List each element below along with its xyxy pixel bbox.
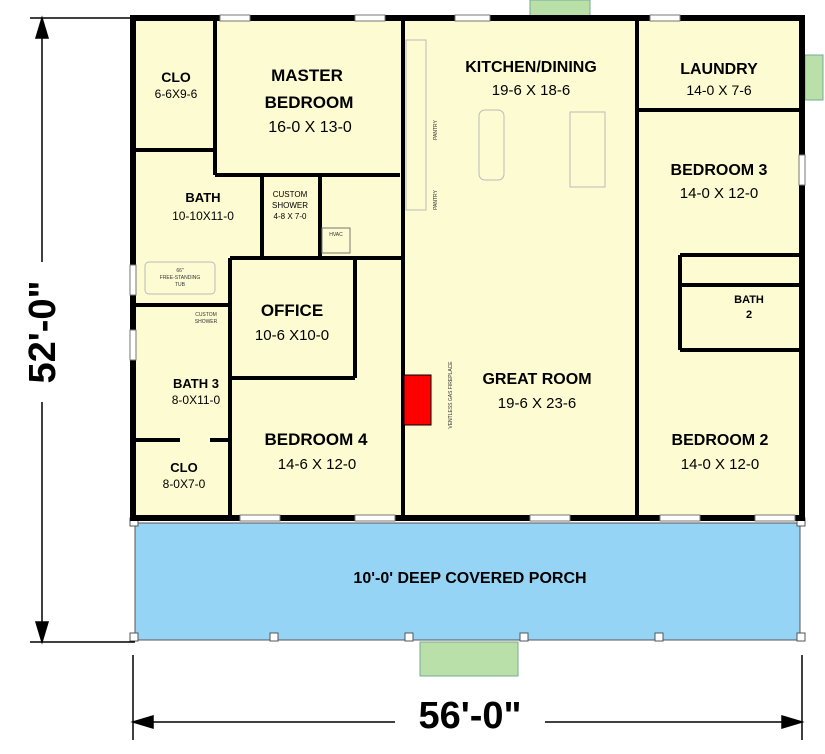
bath3-shower-label: CUSTOM <box>195 312 217 318</box>
bedroom2-name: BEDROOM 2 <box>672 432 769 449</box>
house-floor <box>130 15 805 520</box>
bath2-name: BATH <box>734 294 764 306</box>
shower-size: 4-8 X 7-0 <box>274 212 307 221</box>
bath2-name: 2 <box>746 309 752 321</box>
bedroom4-size: 14-6 X 12-0 <box>278 456 356 473</box>
width-dimension: 56'-0" <box>418 695 521 737</box>
bedroom2-size: 14-0 X 12-0 <box>681 456 759 473</box>
kitchen-size: 19-6 X 18-6 <box>492 82 570 99</box>
master-closet-size: 6-6X9-6 <box>155 87 198 101</box>
porch-area <box>134 522 801 641</box>
closet2-name: CLO <box>170 460 197 475</box>
bath3-size: 8-0X11-0 <box>172 393 221 407</box>
tub-label: FREE-STANDING <box>160 275 201 281</box>
great-room-size: 19-6 X 23-6 <box>498 395 576 412</box>
front-steps <box>419 641 519 677</box>
great-room-name: GREAT ROOM <box>482 371 591 388</box>
porch-name: 10'-0' DEEP COVERED PORCH <box>353 570 586 587</box>
bedroom4-name: BEDROOM 4 <box>265 430 369 449</box>
hvac-label: HVAC <box>329 232 343 238</box>
bath3-shower-label: SHOWER <box>195 319 218 325</box>
laundry-name: LAUNDRY <box>680 61 758 78</box>
master-closet-name: CLO <box>161 69 191 85</box>
master-bedroom-size: 16-0 X 13-0 <box>268 119 352 136</box>
bedroom3-name: BEDROOM 3 <box>671 162 768 179</box>
depth-dimension: 52'-0" <box>22 280 64 383</box>
bath3-name: BATH 3 <box>173 376 219 391</box>
laundry-size: 14-0 X 7-6 <box>686 82 752 98</box>
office-name: OFFICE <box>261 301 323 320</box>
interior-walls <box>133 18 802 518</box>
rear-steps <box>529 0 591 17</box>
master-bath-name: BATH <box>185 190 220 205</box>
pantry-label: PANTRY <box>433 119 439 139</box>
fireplace-label: VENTLESS GAS FIREPLACE <box>448 361 454 429</box>
laundry-steps <box>804 54 824 101</box>
master-bath-size: 10-10X11-0 <box>172 209 234 223</box>
closet2-size: 8-0X7-0 <box>163 477 206 491</box>
fireplace <box>403 374 432 426</box>
shower-name: CUSTOM <box>273 190 308 199</box>
master-bedroom-name: MASTER <box>271 66 343 85</box>
tub-label: TUB <box>175 282 186 288</box>
shower-name: SHOWER <box>272 201 308 210</box>
office-size: 10-6 X10-0 <box>255 327 329 344</box>
bedroom3-size: 14-0 X 12-0 <box>680 185 758 202</box>
master-bedroom-name: BEDROOM <box>265 93 354 112</box>
kitchen-name: KITCHEN/DINING <box>465 59 597 76</box>
pantry-label: PANTRY <box>433 189 439 209</box>
tub-label: 66" <box>176 268 184 274</box>
